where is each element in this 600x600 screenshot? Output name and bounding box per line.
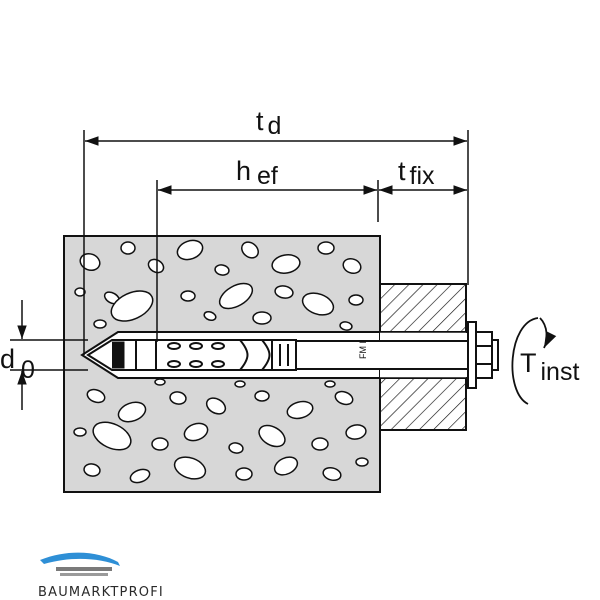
aggregate-stone [235, 467, 253, 481]
aggregate-stone [339, 321, 353, 331]
aggregate-stone [74, 287, 86, 297]
torque-arrow [511, 317, 557, 405]
aggregate-stone [176, 239, 204, 261]
aggregate-stone [271, 254, 301, 274]
aggregate-stone [228, 442, 244, 454]
aggregate-stone [110, 290, 154, 322]
aggregate-stone [322, 467, 342, 481]
logo-bar [56, 567, 112, 571]
aggregate-stone [345, 424, 367, 440]
aggregate-stone [334, 390, 354, 406]
aggregate-stones [73, 239, 369, 484]
aggregate-stone [317, 241, 335, 255]
aggregate-stone [147, 258, 165, 274]
baumarktprofi-logo: BAUMARKTPROFI [38, 552, 164, 600]
aggregate-stone [324, 380, 336, 388]
aggregate-stone [86, 388, 106, 404]
aggregate-stone [342, 257, 362, 275]
dimension-lines [17, 136, 467, 410]
aggregate-stone [79, 252, 101, 272]
aggregate-stone [129, 468, 151, 484]
roof-swoosh-icon [40, 552, 120, 566]
logo-bar [60, 573, 108, 576]
aggregate-stone [73, 427, 87, 437]
aggregate-stone [151, 437, 169, 451]
aggregate-stone [273, 456, 299, 476]
aggregate-stone [180, 290, 196, 302]
aggregate-stone [92, 421, 132, 451]
aggregate-stone [311, 437, 329, 451]
aggregate-stone [183, 422, 209, 442]
aggregate-stone [120, 241, 136, 255]
anchor-bolt: FM I [86, 321, 499, 389]
aggregate-stone [169, 391, 187, 405]
aggregate-stone [258, 424, 286, 448]
aggregate-stone [348, 294, 364, 306]
aggregate-stone [93, 319, 107, 329]
fixture-plate [379, 283, 467, 431]
aggregate-stone [173, 456, 207, 480]
logo-text: BAUMARKTPROFI [38, 585, 164, 600]
aggregate-stone [83, 463, 101, 477]
aggregate-stone [252, 311, 272, 325]
aggregate-stone [205, 397, 227, 415]
aggregate-stone [301, 292, 335, 316]
aggregate-stone [218, 282, 254, 310]
aggregate-stone [203, 310, 217, 322]
svg-text:FM I: FM I [358, 341, 368, 359]
aggregate-stone [117, 401, 147, 423]
aggregate-stone [234, 380, 246, 388]
aggregate-stone [355, 457, 369, 467]
aggregate-stone [241, 241, 259, 259]
aggregate-stone [214, 264, 230, 276]
aggregate-stone [286, 400, 314, 420]
aggregate-stone [254, 390, 270, 402]
extension-lines [10, 130, 469, 371]
aggregate-stone [274, 285, 294, 299]
aggregate-stone [154, 378, 166, 386]
